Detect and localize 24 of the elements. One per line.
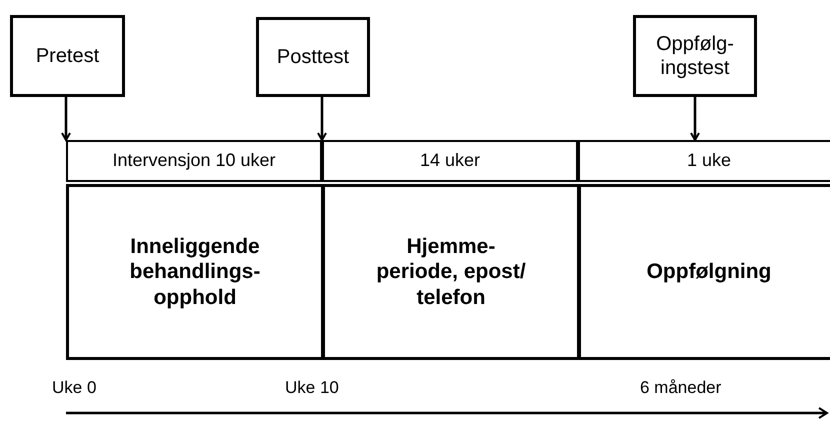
node-text: 14 uker: [420, 150, 480, 172]
test-box: [633, 15, 757, 97]
duration-cell: [578, 140, 830, 182]
test-box: [10, 15, 125, 97]
test-box: [256, 17, 370, 97]
node-text: 1 uke: [686, 150, 732, 172]
node-text: Posttest: [276, 45, 350, 69]
node-text: Hjemme- periode, epost/ telefon: [375, 234, 527, 310]
arrow: [317, 97, 327, 141]
node-text: Intervensjon 10 uker: [112, 150, 276, 172]
phase-box: [322, 184, 580, 360]
duration-cell: [66, 140, 322, 182]
node-text: Oppfølg- ingstest: [655, 32, 735, 80]
node-text: Inneliggende behandlings- opphold: [128, 234, 262, 310]
phase-box: [66, 184, 324, 360]
arrow: [61, 97, 71, 141]
node-text: Oppfølgning: [646, 259, 772, 285]
timeline-label: Uke 10: [285, 378, 339, 398]
timeline-label: Uke 0: [52, 378, 96, 398]
arrow: [690, 97, 700, 141]
phase-box: [578, 184, 830, 360]
timeline-label: 6 måneder: [640, 378, 722, 398]
duration-cell: [322, 140, 578, 182]
node-text: Pretest: [36, 44, 100, 68]
